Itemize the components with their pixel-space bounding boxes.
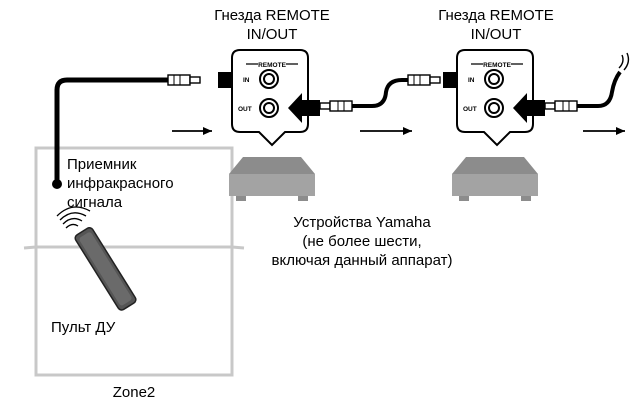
remote-control <box>74 226 137 311</box>
remote-panel-2: REMOTE IN OUT <box>456 49 534 147</box>
trailing-cable <box>544 52 630 112</box>
panel-in-2: IN <box>468 77 475 84</box>
arrow-out-2 <box>513 93 545 123</box>
yamaha-device-1 <box>229 157 315 201</box>
ir-cable <box>54 77 168 184</box>
zone-label: Zone2 <box>112 384 156 401</box>
zone-room <box>34 146 234 377</box>
yamaha-device-2 <box>452 157 538 201</box>
ir-receiver-dot <box>52 179 62 189</box>
panel-out-2: OUT <box>463 106 477 113</box>
jack-label-2: Гнезда REMOTE IN/OUT <box>438 7 554 43</box>
panel-title-1: REMOTE <box>258 62 286 69</box>
arrow-out-1 <box>288 93 320 123</box>
ir-receiver-label: Приемник инфракрасного сигнала <box>67 156 174 211</box>
ir-cable-plug <box>167 74 201 86</box>
panel-out-1: OUT <box>238 106 252 113</box>
panel-in-1: IN <box>243 77 250 84</box>
ir-signal-waves <box>56 206 91 229</box>
link-cable <box>319 74 441 112</box>
devices-label: Устройства Yamaha (не более шести, включ… <box>271 214 453 269</box>
remote-label: Пульт ДУ <box>51 319 116 336</box>
panel-title-2: REMOTE <box>483 62 511 69</box>
jack-label-1: Гнезда REMOTE IN/OUT <box>214 7 330 43</box>
remote-panel-1: REMOTE IN OUT <box>231 49 309 147</box>
zone-room-perspective <box>23 245 245 250</box>
